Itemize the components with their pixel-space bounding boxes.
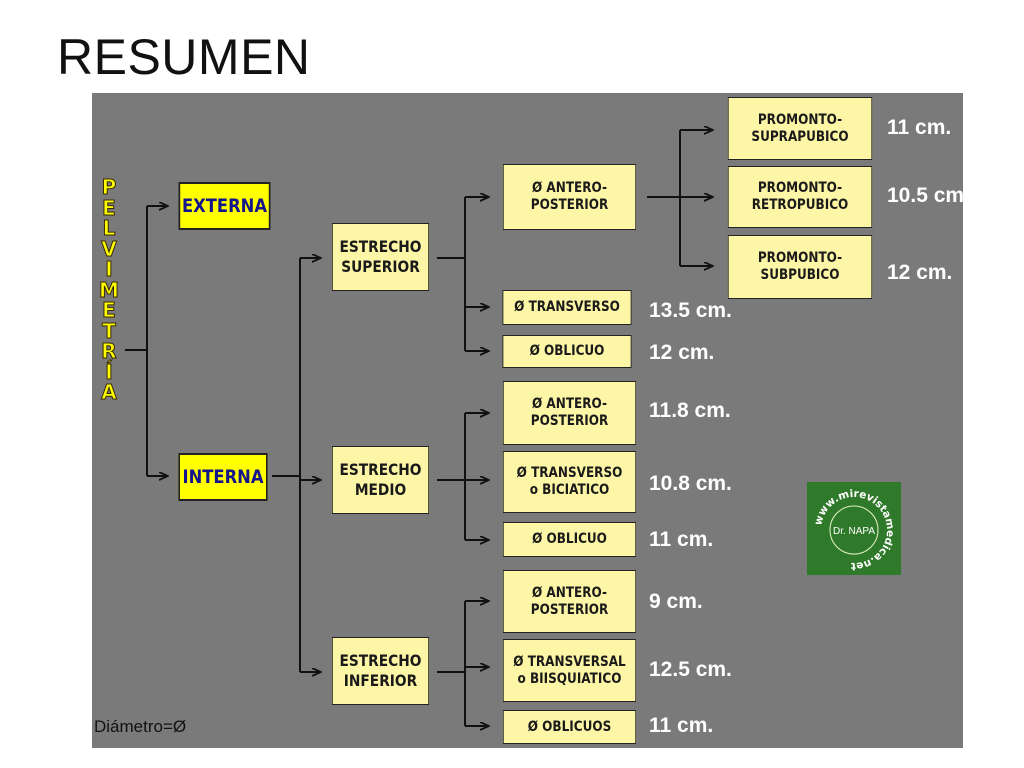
box-line: PROMONTO- [757,250,843,266]
vertical-title-letter: E [102,195,117,220]
svg-text:Dr. NAPA: Dr. NAPA [833,526,875,537]
superior-transverso-box: Ø TRANSVERSO [502,290,632,325]
slide-title: RESUMEN [57,29,311,85]
box-line: o BIISQUIATICO [517,670,622,687]
vertical-title-letter: Í [105,359,114,384]
promonto-subpubico-box: PROMONTO- SUBPUBICO [727,235,873,299]
vertical-title-letter: A [101,380,118,404]
estrecho-inferior-box: ESTRECHO INFERIOR [331,637,430,705]
vertical-title-letter: I [105,257,114,281]
estrecho-superior-line1: ESTRECHO [339,237,422,256]
box-line: SUBPUBICO [760,267,840,283]
externa-label: EXTERNA [182,194,267,217]
promonto-subpubico-value: 12 cm. [887,261,953,284]
box-line: PROMONTO- [757,111,843,128]
vertical-title-letter: M [99,277,120,302]
vertical-title-letter: R [101,339,117,363]
box-line: POSTERIOR [530,197,609,213]
inferior-oblicuos-box: Ø OBLICUOS [502,710,637,744]
externa-box: EXTERNA [178,182,271,230]
estrecho-medio-line2: MEDIO [354,480,407,499]
estrecho-inferior-line2: INFERIOR [343,671,418,690]
inferior-antero-posterior-value: 9 cm. [649,590,703,613]
mirevistamedica-logo: www.mirevistamedica.net Dr. NAPA [807,482,901,575]
box-line: Ø OBLICUO [529,343,605,359]
box-line: POSTERIOR [530,413,609,429]
estrecho-superior-line2: SUPERIOR [341,257,420,276]
medio-antero-posterior-value: 11.8 cm. [649,399,731,422]
promonto-retropubico-value: 10.5 cm [887,184,965,207]
medio-oblicuo-box: Ø OBLICUO [502,522,637,557]
superior-oblicuo-box: Ø OBLICUO [502,335,632,368]
vertical-title-letter: T [102,318,117,343]
superior-antero-posterior-box: Ø ANTERO- POSTERIOR [502,164,637,230]
estrecho-medio-line1: ESTRECHO [339,460,422,479]
inferior-transversal-box: Ø TRANSVERSAL o BIISQUIATICO [502,639,637,702]
medio-antero-posterior-box: Ø ANTERO- POSTERIOR [502,381,637,445]
medio-oblicuo-value: 11 cm. [649,528,714,551]
box-line: Ø TRANSVERSAL [513,653,626,670]
vertical-title-letter: V [101,236,118,261]
logo-graphic: www.mirevistamedica.net Dr. NAPA [812,488,896,572]
box-line: Ø TRANSVERSO [514,299,620,315]
superior-transverso-value: 13.5 cm. [649,299,732,322]
box-line: Ø OBLICUOS [527,718,612,735]
connector-lines [125,93,963,748]
box-line: SUPRAPUBICO [751,128,849,145]
promonto-suprapubico-box: PROMONTO- SUPRAPUBICO [727,97,873,160]
vertical-title-letter: L [102,216,116,240]
promonto-suprapubico-value: 11 cm. [887,116,952,139]
superior-oblicuo-value: 12 cm. [649,341,715,364]
vertical-title-pelvimetria: P E L V I M E T R Í A [95,177,123,403]
medio-transverso-box: Ø TRANSVERSO o BICIATICO [502,451,637,513]
estrecho-superior-box: ESTRECHO SUPERIOR [331,223,430,291]
estrecho-inferior-line1: ESTRECHO [339,651,422,670]
box-line: Ø TRANSVERSO [516,465,623,481]
promonto-retropubico-box: PROMONTO- RETROPUBICO [727,166,873,228]
box-line: Ø ANTERO- [531,396,607,412]
estrecho-medio-box: ESTRECHO MEDIO [331,446,430,514]
box-line: Ø ANTERO- [531,584,607,601]
box-line: RETROPUBICO [751,197,849,213]
inferior-antero-posterior-box: Ø ANTERO- POSTERIOR [502,570,637,633]
box-line: PROMONTO- [757,180,843,196]
interna-label: INTERNA [182,465,264,488]
box-line: Ø OBLICUO [532,531,607,547]
medio-transverso-value: 10.8 cm. [649,472,732,495]
inferior-oblicuos-value: 11 cm. [649,714,714,737]
interna-box: INTERNA [178,453,268,501]
inferior-transversal-value: 12.5 cm. [649,658,732,681]
box-line: Ø ANTERO- [531,180,607,196]
box-line: POSTERIOR [530,601,609,618]
vertical-title-letter: P [101,175,117,199]
pelvimetria-diagram: P E L V I M E T R Í A EXTERNA INTERNA ES… [92,93,965,748]
diameter-legend: Diámetro=Ø [94,717,187,736]
box-line: o BICIATICO [529,482,610,498]
vertical-title-letter: E [102,298,117,322]
